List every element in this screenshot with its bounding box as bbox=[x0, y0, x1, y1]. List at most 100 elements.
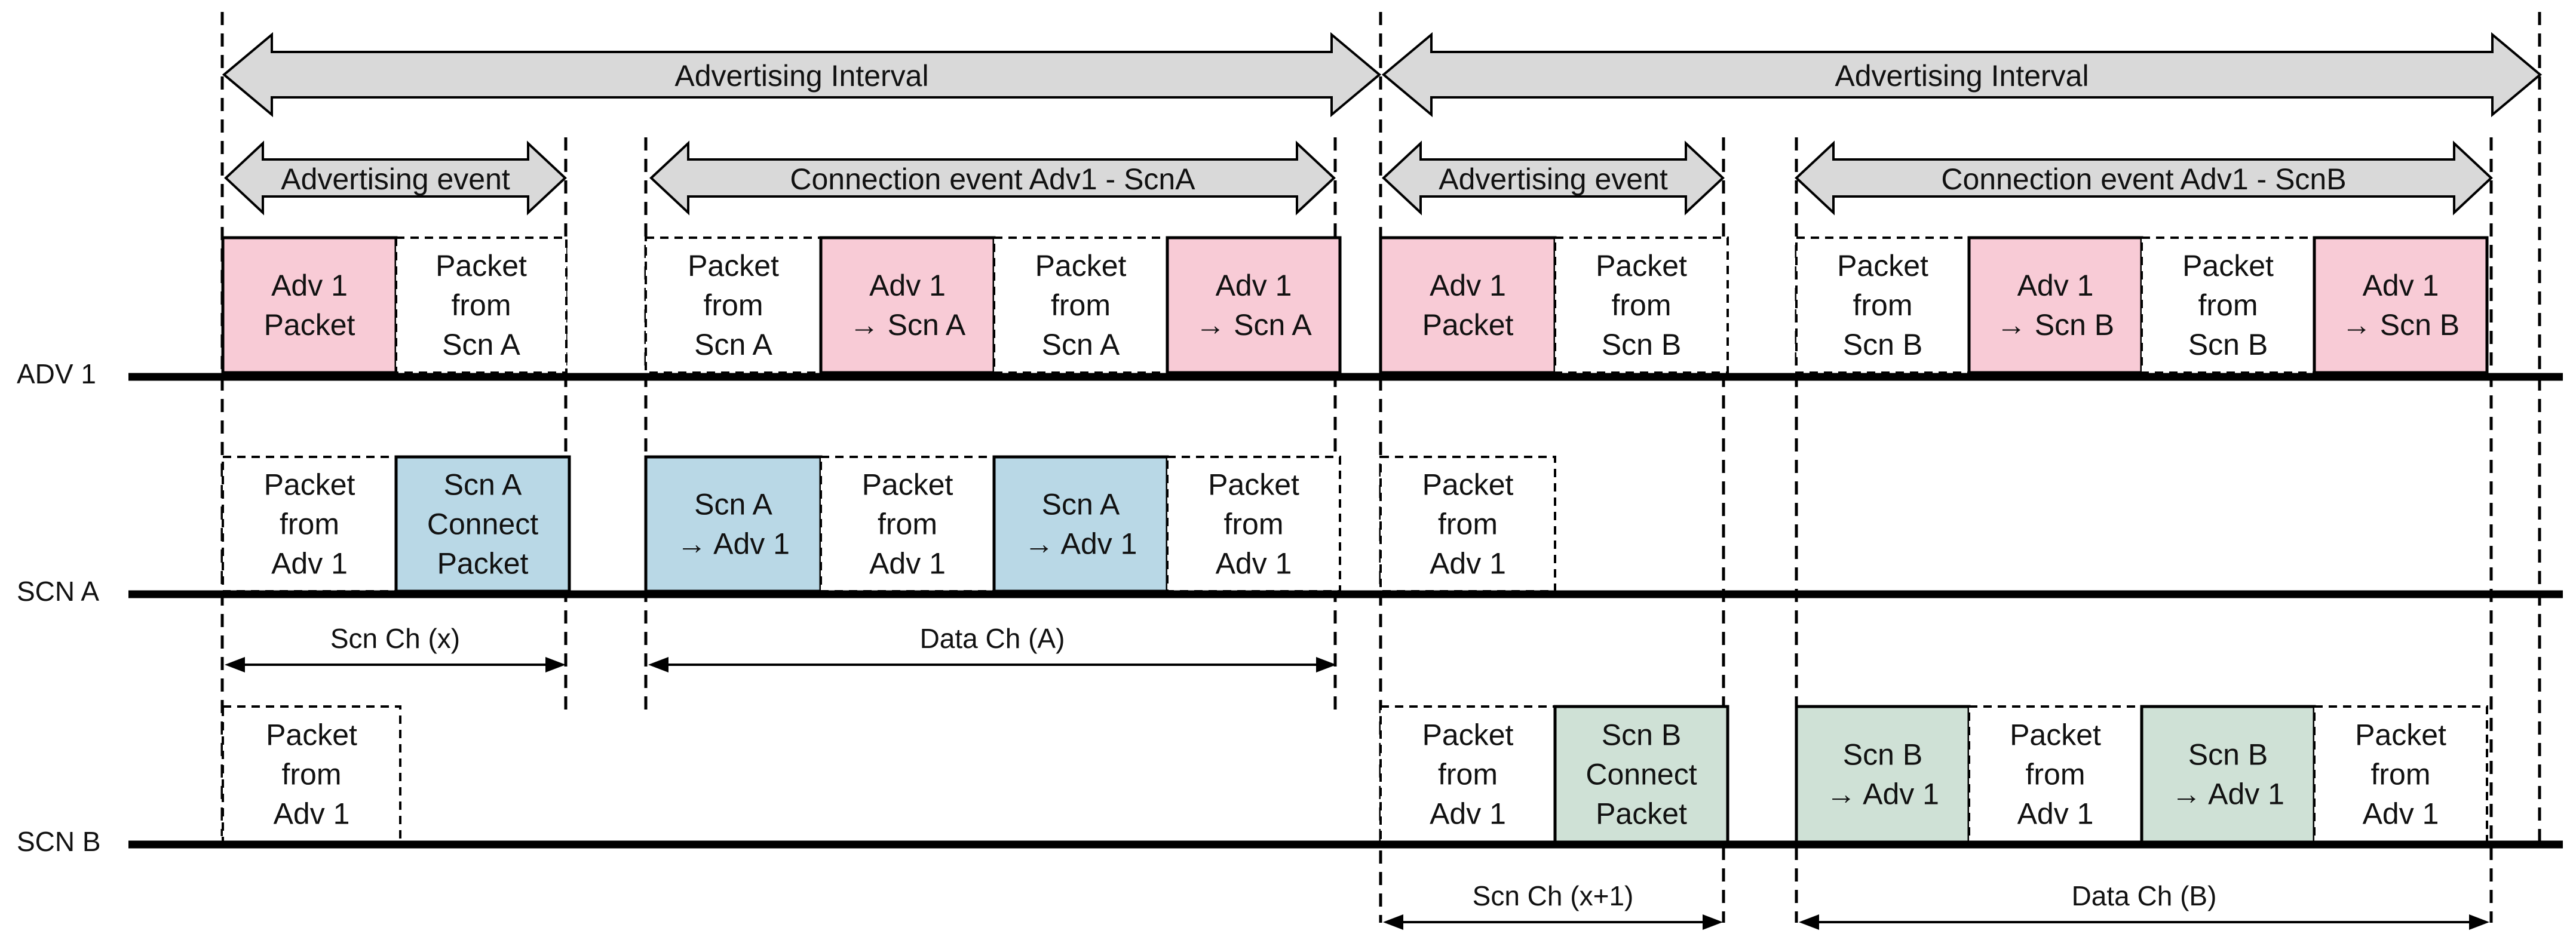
packet-label: from bbox=[1051, 288, 1111, 322]
packet-label: Scn A bbox=[694, 488, 772, 521]
packet-box bbox=[645, 237, 822, 374]
data-channel-arrow-label: Data Ch (B) bbox=[2072, 880, 2217, 911]
packet-label: from bbox=[280, 508, 339, 541]
packet-label: Adv 1 bbox=[271, 269, 348, 302]
packet-label: Scn B bbox=[1602, 718, 1681, 752]
packet-box bbox=[1795, 705, 1971, 844]
packet-box bbox=[644, 455, 823, 593]
data-channel-arrow-arrowhead bbox=[2469, 914, 2489, 930]
packet-box bbox=[221, 236, 398, 374]
packet-label: Packet bbox=[436, 249, 527, 282]
packet-label: Scn A bbox=[1042, 488, 1120, 521]
packet-label: Packet bbox=[264, 308, 355, 342]
packet-label: Adv 1 bbox=[274, 797, 350, 831]
packet-label: Adv 1 bbox=[1430, 269, 1506, 302]
packet-label: from bbox=[2026, 758, 2086, 791]
packet-label: from bbox=[1438, 758, 1498, 791]
packet-label: Packet bbox=[1596, 797, 1687, 831]
scan-channel-arrow-arrowhead bbox=[1383, 914, 1403, 930]
packet-label: Packet bbox=[688, 249, 779, 282]
packet-box bbox=[2313, 705, 2488, 843]
packet-label: Adv 1 bbox=[869, 269, 946, 302]
packet-label: Packet bbox=[1208, 468, 1299, 502]
packet-label: Adv 1 bbox=[1216, 269, 1292, 302]
packet-box bbox=[1553, 705, 1729, 844]
scan-channel-arrow-label: Scn Ch (x+1) bbox=[1473, 880, 1634, 911]
packet-label: Scn B bbox=[2188, 738, 2268, 772]
packet-box bbox=[819, 236, 996, 374]
packet-label: Packet bbox=[1596, 249, 1687, 282]
connection-event-arrow-label: Connection event Adv1 - ScnA bbox=[790, 162, 1195, 196]
scan-channel-arrow-arrowhead bbox=[225, 657, 245, 672]
packet-box bbox=[1554, 237, 1729, 374]
advertising-event-arrow-label: Advertising event bbox=[281, 162, 510, 196]
packet-label: Scn A bbox=[442, 328, 520, 361]
packet-box bbox=[1968, 705, 2143, 843]
packet-label: Packet bbox=[2010, 718, 2101, 752]
packet-label: Connect bbox=[1586, 758, 1697, 791]
packet-label: Adv 1 bbox=[1430, 547, 1506, 581]
packet-label: Packet bbox=[1422, 718, 1514, 752]
row-label-1: ADV 1 bbox=[17, 358, 96, 389]
packet-label: Scn A bbox=[694, 328, 772, 361]
packet-box bbox=[1379, 236, 1557, 374]
row-label-3: SCN B bbox=[17, 826, 101, 857]
packet-label: → Adv 1 bbox=[1826, 778, 1939, 811]
packet-label: Packet bbox=[266, 718, 357, 752]
packet-label: Adv 1 bbox=[2017, 269, 2094, 302]
packet-label: Packet bbox=[1035, 249, 1127, 282]
packet-label: → Adv 1 bbox=[2172, 778, 2284, 811]
packet-box bbox=[1379, 456, 1556, 592]
packet-label: from bbox=[1224, 508, 1284, 541]
packet-box bbox=[1795, 237, 1970, 374]
packet-box bbox=[1166, 236, 1342, 374]
packet-box bbox=[2313, 236, 2489, 374]
packet-label: → Adv 1 bbox=[1025, 527, 1137, 561]
connection-event-arrow bbox=[1795, 140, 2493, 216]
scan-channel-arrow-label: Scn Ch (x) bbox=[330, 623, 460, 654]
packet-label: from bbox=[878, 508, 937, 541]
packet-label: Packet bbox=[437, 547, 529, 581]
advertising-event-arrow bbox=[1382, 140, 1725, 216]
packet-label: Adv 1 bbox=[1216, 547, 1292, 581]
packet-label: → Scn B bbox=[2342, 308, 2460, 342]
packet-label: Adv 1 bbox=[2017, 797, 2094, 831]
packet-label: → Scn B bbox=[1997, 308, 2114, 342]
packet-label: Packet bbox=[1422, 308, 1514, 342]
connection-event-arrow bbox=[649, 140, 1336, 216]
packet-label: Packet bbox=[264, 468, 355, 502]
packet-label: from bbox=[282, 758, 342, 791]
data-channel-arrow-arrowhead bbox=[1316, 657, 1336, 672]
packet-label: Adv 1 bbox=[271, 547, 348, 581]
packet-box bbox=[1967, 236, 2143, 374]
packet-label: Adv 1 bbox=[1430, 797, 1506, 831]
packet-label: → Adv 1 bbox=[677, 527, 790, 561]
packet-label: Packet bbox=[1422, 468, 1514, 502]
packet-label: Packet bbox=[1837, 249, 1928, 282]
packet-label: Scn B bbox=[1843, 328, 1922, 361]
packet-label: Adv 1 bbox=[2363, 797, 2439, 831]
packet-box bbox=[395, 237, 568, 374]
packet-box bbox=[222, 456, 397, 592]
scan-channel-arrow-arrowhead bbox=[545, 657, 566, 672]
advertising-interval-arrow-label: Advertising Interval bbox=[1835, 59, 2089, 93]
advertising-event-arrow-label: Advertising event bbox=[1439, 162, 1668, 196]
packet-box bbox=[2140, 237, 2316, 374]
packet-box bbox=[1379, 705, 1556, 843]
packet-label: Scn B bbox=[1843, 738, 1922, 772]
packet-box bbox=[993, 237, 1169, 374]
row-label-2: SCN A bbox=[17, 576, 99, 607]
packet-label: Scn B bbox=[2188, 328, 2268, 361]
packet-box bbox=[222, 705, 401, 843]
data-channel-arrow-label: Data Ch (A) bbox=[920, 623, 1065, 654]
packet-label: Packet bbox=[2182, 249, 2274, 282]
packet-label: Scn B bbox=[1602, 328, 1681, 361]
packet-label: Adv 1 bbox=[2363, 269, 2439, 302]
packet-box bbox=[992, 455, 1169, 593]
packet-label: from bbox=[704, 288, 763, 322]
packet-label: → Scn A bbox=[850, 308, 966, 342]
packet-label: → Scn A bbox=[1195, 308, 1312, 342]
packet-label: from bbox=[2198, 288, 2258, 322]
packet-label: from bbox=[1612, 288, 1672, 322]
